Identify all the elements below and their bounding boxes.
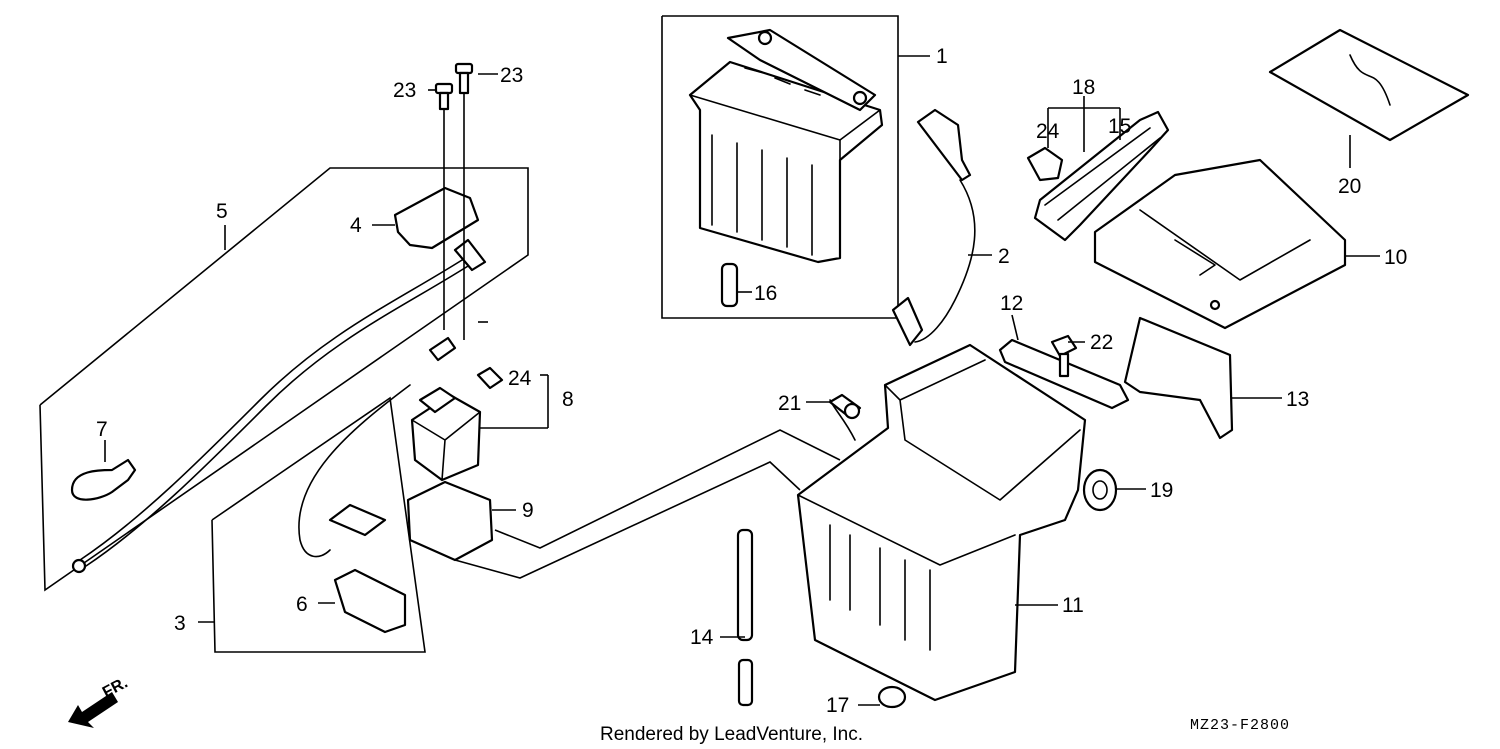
terminal-cover-4 (393, 186, 480, 250)
callout-24-fuse: 24 (508, 367, 532, 390)
bolt-22 (1050, 334, 1078, 378)
front-direction-arrow: FR. (68, 674, 131, 728)
callout-8: 8 (562, 388, 574, 411)
battery-band-assembly (1026, 96, 1170, 242)
relay-case-link (494, 429, 841, 549)
callout-23-right: 23 (500, 64, 523, 87)
callout-10: 10 (1384, 246, 1407, 269)
battery-case (796, 343, 1087, 702)
callout-5: 5 (216, 200, 228, 223)
callout-9: 9 (522, 499, 534, 522)
callout-14: 14 (690, 626, 714, 649)
terminal-cap-7 (70, 458, 137, 501)
relay-holder-9 (406, 480, 494, 562)
bracket-13 (1123, 316, 1234, 440)
callout-21: 21 (778, 392, 801, 415)
bolt-21 (828, 393, 862, 420)
grommet-17 (877, 685, 907, 709)
callout-22: 22 (1090, 331, 1113, 354)
callout-17: 17 (826, 694, 849, 717)
leader-lines (104, 55, 1380, 706)
cable-3 (298, 336, 457, 558)
manual-sheet (1268, 28, 1470, 142)
grommet-19 (1082, 468, 1118, 512)
part-16-tube (720, 262, 739, 308)
callout-19: 19 (1150, 479, 1173, 502)
starter-relay (410, 386, 482, 482)
cable-group-box-5 (39, 167, 529, 592)
relay-case-link-2 (454, 461, 801, 579)
battery-cover (1093, 158, 1347, 330)
callout-1: 1 (936, 45, 948, 68)
callout-16: 16 (754, 282, 777, 305)
breather-tube (736, 528, 754, 707)
negative-cable (891, 108, 976, 347)
callout-15: 15 (1108, 115, 1131, 138)
callout-labels: 1 2 3 4 5 6 7 8 9 10 11 12 13 14 15 16 1… (96, 45, 1407, 717)
credit-text: Rendered by LeadVenture, Inc. (600, 724, 863, 745)
callout-4: 4 (350, 214, 362, 237)
callout-11: 11 (1062, 594, 1084, 617)
callout-6: 6 (296, 593, 308, 616)
callout-2: 2 (998, 245, 1010, 268)
bolts-23 (434, 62, 474, 111)
cable-group-box-3 (211, 396, 426, 653)
callout-3: 3 (174, 612, 186, 635)
drawing-code: MZ23-F2800 (1190, 717, 1290, 734)
callout-18: 18 (1072, 76, 1095, 99)
terminal-cap-6 (333, 568, 407, 634)
callout-13: 13 (1286, 388, 1309, 411)
callout-20: 20 (1338, 175, 1361, 198)
fuse-24 (476, 366, 504, 390)
callout-24-band: 24 (1036, 120, 1060, 143)
battery (688, 28, 884, 264)
front-arrow-icon (68, 692, 118, 728)
callout-7: 7 (96, 418, 108, 441)
callout-23-left: 23 (393, 79, 416, 102)
callout-12: 12 (1000, 292, 1023, 315)
